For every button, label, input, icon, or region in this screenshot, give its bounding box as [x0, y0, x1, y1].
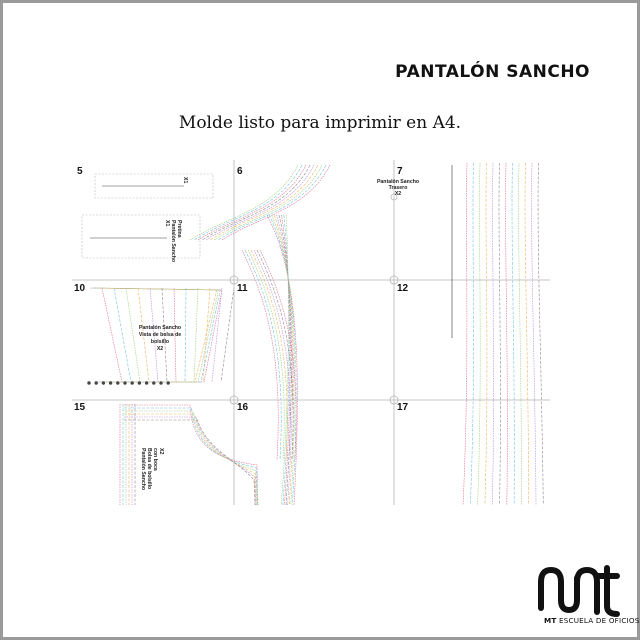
pattern-line-leg — [221, 164, 331, 506]
page-number-15: 15 — [74, 402, 86, 413]
pattern-line-right — [484, 162, 488, 506]
pattern-line-right — [462, 162, 468, 506]
pattern-line-vista — [125, 287, 141, 383]
notch-dot — [122, 380, 128, 386]
pattern-line-vista-edge — [98, 287, 217, 383]
svg-text:X1: X1 — [182, 177, 188, 183]
label-trasero-3: X2 — [395, 191, 401, 197]
pattern-line-bolsa — [124, 404, 257, 506]
pattern-line-right — [511, 162, 515, 506]
pattern-line-seat — [253, 249, 291, 461]
pattern-line-vista — [220, 287, 235, 383]
pattern-line-vista — [211, 287, 223, 383]
page-number-5: 5 — [77, 166, 83, 177]
page-number-16: 16 — [237, 402, 249, 413]
pattern-line-right — [518, 162, 522, 506]
label-vista-3: bolsillo — [151, 339, 169, 345]
svg-text:Pantalón Sancho: Pantalón Sancho — [140, 448, 146, 490]
pattern-line-leg — [217, 164, 327, 506]
mt-logo-icon — [538, 565, 620, 617]
pattern-line-right — [505, 162, 508, 506]
pattern-line-vista — [173, 287, 177, 383]
label-trasero-2: Trasero — [389, 185, 408, 191]
svg-text:con boca: con boca — [152, 448, 158, 471]
page-title: PANTALÓN SANCHO — [395, 62, 590, 82]
page-number-10: 10 — [74, 283, 86, 294]
pattern-line-right — [531, 162, 537, 506]
label-trasero-1: Pantalón Sancho — [377, 179, 419, 185]
pattern-line-right — [537, 162, 544, 506]
pattern-line-bolsa — [122, 404, 258, 506]
pattern-line-vista — [137, 287, 150, 383]
pattern-line-leg — [193, 164, 303, 506]
notch-dot — [115, 380, 121, 386]
label-bolsa: Pantalón Sancho Bolsa de bolsillo con bo… — [140, 448, 164, 490]
notch-dot — [86, 380, 92, 386]
notch-dot — [101, 380, 106, 386]
pattern-line-leg — [197, 164, 307, 506]
page-number-7: 7 — [397, 166, 403, 177]
pattern-line-vista — [101, 287, 123, 383]
brand-name: ESCUELA DE OFICIOS — [558, 616, 640, 625]
svg-text:X2: X2 — [158, 448, 164, 454]
page-number-11: 11 — [237, 283, 248, 294]
pattern-line-vista — [193, 287, 199, 383]
page-subtitle: Molde listo para imprimir en A4. — [178, 113, 462, 133]
piece-label-small: Pretina Pantalón Sancho X1 — [164, 220, 182, 262]
svg-text:X1: X1 — [164, 220, 170, 226]
pattern-line-seat — [256, 249, 294, 461]
page-number-6: 6 — [237, 166, 243, 177]
pattern-line-right — [470, 162, 474, 506]
notch-dot — [137, 380, 142, 386]
pattern-lines — [89, 162, 544, 506]
label-vista-4: X2 — [157, 346, 163, 352]
notch-dot — [165, 380, 171, 386]
brand-caption: MT ESCUELA DE OFICIOS — [544, 616, 640, 625]
label-vista-2: Vista de bolsa de — [139, 332, 181, 338]
pattern-line-seat — [244, 249, 282, 461]
pattern-line-leg — [213, 164, 323, 506]
pattern-line-vista — [161, 287, 168, 383]
notch-dot — [158, 380, 164, 386]
pattern-line-leg — [205, 164, 315, 506]
notch-dot — [151, 380, 157, 386]
pattern-line-right — [477, 162, 481, 506]
pattern-line-seat — [241, 249, 279, 461]
page-number-12: 12 — [397, 283, 409, 294]
piece-label-small-top: X1 — [182, 177, 188, 183]
pattern-piece-small-a — [94, 173, 214, 199]
notch-dot — [93, 380, 99, 386]
pattern-line-seat — [247, 249, 285, 461]
pattern-line-seat — [259, 249, 297, 461]
notch-dot — [108, 380, 113, 386]
pattern-line-vista — [113, 287, 132, 383]
pattern-sheet: 5 6 7 10 11 12 15 16 17 Pretina Pantalón… — [72, 160, 550, 506]
pattern-line-bolsa — [119, 404, 259, 506]
pattern-line-seat — [250, 249, 288, 461]
label-vista-1: Pantalón Sancho — [139, 325, 181, 331]
svg-text:Pantalón Sancho: Pantalón Sancho — [170, 220, 176, 262]
pattern-line-bolsa — [124, 404, 256, 506]
svg-text:Bolsa de bolsillo: Bolsa de bolsillo — [146, 448, 152, 489]
pattern-line-right — [491, 162, 494, 506]
notch-dot — [129, 380, 135, 386]
pattern-line-right — [524, 162, 529, 506]
pattern-line-right — [498, 162, 501, 506]
brand-short: MT — [544, 616, 557, 625]
pattern-line-leg — [209, 164, 319, 506]
pattern-line-leg — [201, 164, 311, 506]
pattern-line-leg — [189, 164, 299, 506]
page-number-17: 17 — [397, 402, 409, 413]
notch-dot — [144, 380, 149, 386]
page-grid — [72, 160, 550, 505]
svg-text:Pretina: Pretina — [176, 220, 182, 238]
pattern-line-vista — [184, 287, 187, 383]
pattern-line-bolsa — [124, 404, 258, 506]
pattern-line-vista — [149, 287, 159, 383]
notch-row — [86, 380, 171, 386]
